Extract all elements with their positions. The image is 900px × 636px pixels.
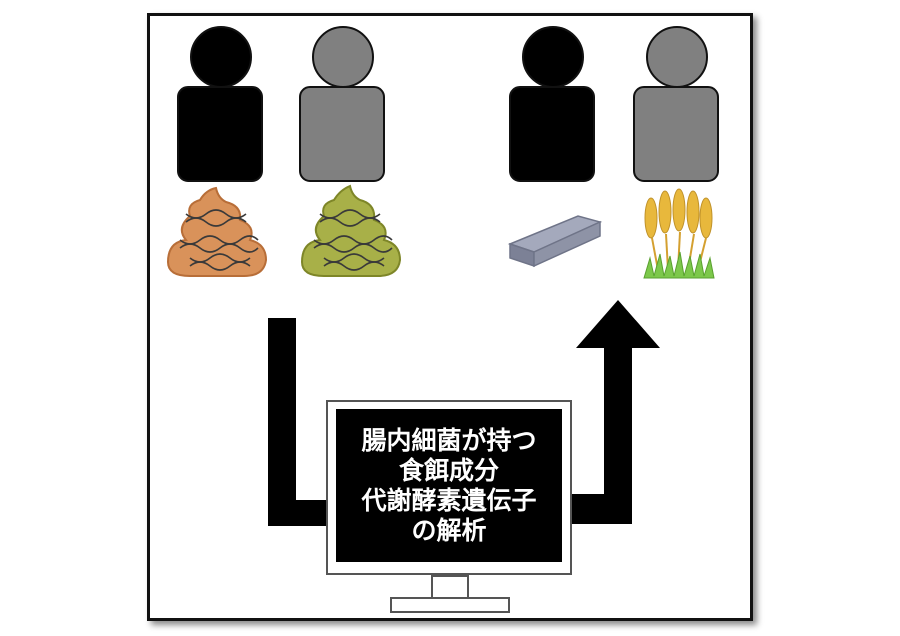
person-body [633,86,719,182]
person-head [522,26,584,88]
person-gray-left [299,26,385,182]
person-body [177,86,263,182]
caption-line-2: 食餌成分 [398,455,499,485]
monitor-icon [326,400,572,613]
person-body [299,86,385,182]
person-black-right [509,26,595,182]
tofu-block-icon [507,215,603,268]
caption-line-3: 代謝酵素遺伝子 [361,485,537,515]
stool-with-dna-icon [300,184,402,277]
stool-with-dna-icon [166,186,268,277]
wheat-icon [643,188,715,279]
monitor-neck [431,575,469,599]
right-flow-arrow [572,300,660,524]
person-body [509,86,595,182]
person-head [312,26,374,88]
caption-line-4: の解析 [411,515,487,545]
caption-line-1: 腸内細菌が持つ [361,425,537,455]
person-gray-right [633,26,719,182]
left-flow-arrow [268,318,336,526]
person-head [646,26,708,88]
person-black-left [177,26,263,182]
monitor-caption: 腸内細菌が持つ 食餌成分 代謝酵素遺伝子 の解析 [336,409,562,562]
person-head [190,26,252,88]
monitor-screen [336,409,562,562]
monitor-stand [390,597,510,613]
